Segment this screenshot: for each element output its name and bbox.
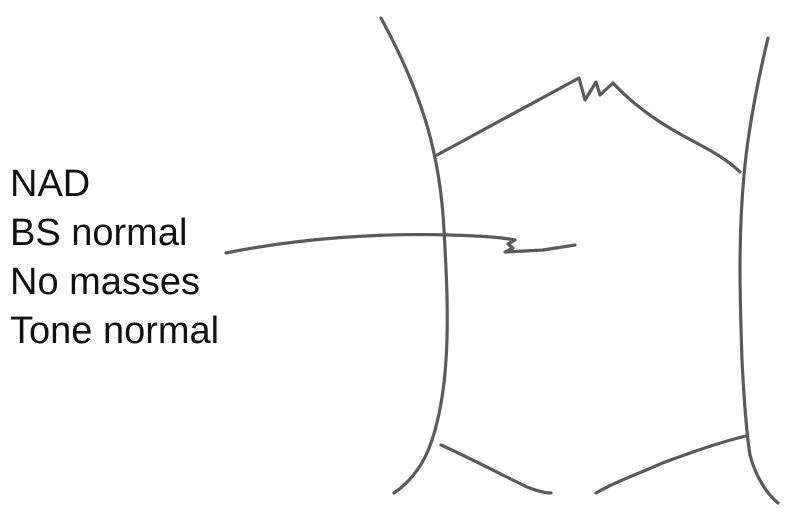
finding-tone: Tone normal <box>10 310 220 352</box>
transverse-line <box>224 232 577 255</box>
left-flank-outline <box>379 16 449 495</box>
finding-nad: NAD <box>10 163 91 205</box>
examination-findings-notes: NAD BS normal No masses Tone normal <box>10 160 219 356</box>
left-inguinal-line <box>439 443 553 495</box>
right-flank-outline <box>738 36 780 505</box>
finding-masses: No masses <box>10 261 201 303</box>
costal-margin-line <box>435 76 742 174</box>
right-inguinal-line <box>594 434 748 495</box>
finding-bowel-sounds: BS normal <box>10 212 188 254</box>
